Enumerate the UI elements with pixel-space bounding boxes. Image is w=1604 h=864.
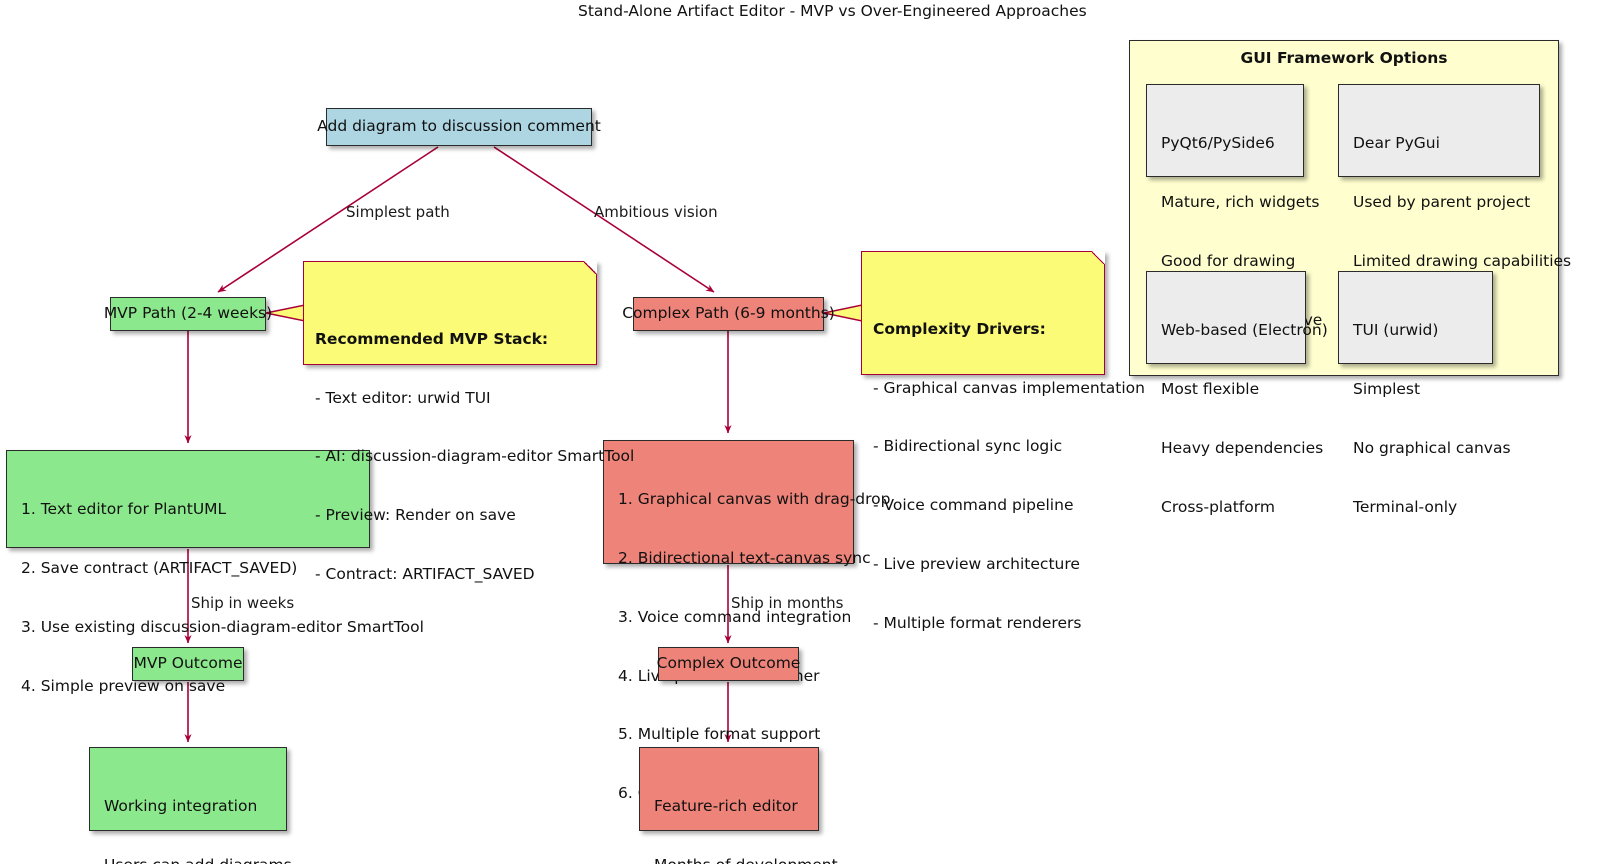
note-complexity-line-5: - Multiple format renderers xyxy=(873,613,1082,632)
mvp-step-3: 3. Use existing discussion-diagram-edito… xyxy=(21,617,424,636)
card-pyqt6-line-1: PyQt6/PySide6 xyxy=(1161,134,1275,153)
complex-step-2: 2. Bidirectional text-canvas sync xyxy=(618,548,871,567)
edge-label-simplest-path: Simplest path xyxy=(346,203,450,221)
node-complex-steps[interactable]: 1. Graphical canvas with drag-drop 2. Bi… xyxy=(603,440,891,802)
node-mvp-result[interactable]: Working integration Users can add diagra… xyxy=(89,747,292,864)
card-pygui-line-3: Limited drawing capabilities xyxy=(1353,251,1572,270)
mvp-result-2: Users can add diagrams xyxy=(104,856,292,864)
card-electron-line-1: Web-based (Electron) xyxy=(1161,321,1328,340)
card-tui-line-2: Simplest xyxy=(1353,379,1421,398)
node-mvp-path-label: MVP Path (2-4 weeks) xyxy=(103,304,273,323)
node-complex-path-label: Complex Path (6-9 months) xyxy=(622,304,835,323)
card-tui-line-4: Terminal-only xyxy=(1353,497,1458,516)
note-fold-icon xyxy=(1092,251,1105,264)
note-complexity-drivers[interactable]: Complexity Drivers: - Graphical canvas i… xyxy=(861,251,1145,632)
mvp-step-1: 1. Text editor for PlantUML xyxy=(21,500,227,519)
node-complex-outcome-label: Complex Outcome xyxy=(656,654,801,673)
note-fold-icon xyxy=(584,261,597,274)
note-mvp-stack-line-3: - Preview: Render on save xyxy=(315,506,516,525)
node-mvp-outcome[interactable]: MVP Outcome xyxy=(132,647,244,681)
node-complex-outcome[interactable]: Complex Outcome xyxy=(656,647,801,681)
diagram-title: Stand-Alone Artifact Editor - MVP vs Ove… xyxy=(578,2,1087,20)
edge-label-ambitious-vision: Ambitious vision xyxy=(594,203,718,221)
mvp-result-1: Working integration xyxy=(104,797,258,816)
complex-result-1: Feature-rich editor xyxy=(654,797,798,816)
node-mvp-outcome-label: MVP Outcome xyxy=(133,654,243,673)
frame-gui-framework-options: GUI Framework Options PyQt6/PySide6 Matu… xyxy=(1129,40,1571,516)
node-complex-result[interactable]: Feature-rich editor Months of developmen… xyxy=(639,747,838,864)
card-pygui-line-1: Dear PyGui xyxy=(1353,134,1440,153)
card-pygui-line-2: Used by parent project xyxy=(1353,192,1531,211)
edge-label-ship-in-weeks: Ship in weeks xyxy=(191,594,295,612)
note-mvp-stack-line-1: - Text editor: urwid TUI xyxy=(315,388,491,407)
edge-label-ship-in-months: Ship in months xyxy=(731,594,844,612)
note-mvp-stack-title: Recommended MVP Stack: xyxy=(315,329,549,348)
card-dear-pygui[interactable]: Dear PyGui Used by parent project Limite… xyxy=(1338,84,1571,329)
card-tui-line-1: TUI (urwid) xyxy=(1353,321,1439,340)
card-tui-line-3: No graphical canvas xyxy=(1353,438,1511,457)
complex-step-1: 1. Graphical canvas with drag-drop xyxy=(618,490,891,509)
card-pyqt6-line-2: Mature, rich widgets xyxy=(1161,192,1320,211)
card-pyqt6-pyside6[interactable]: PyQt6/PySide6 Mature, rich widgets Good … xyxy=(1146,84,1322,329)
card-tui-urwid[interactable]: TUI (urwid) Simplest No graphical canvas… xyxy=(1338,271,1511,516)
mvp-step-4: 4. Simple preview on save xyxy=(21,676,226,695)
card-electron-line-2: Most flexible xyxy=(1161,379,1260,398)
complex-step-3: 3. Voice command integration xyxy=(618,607,852,626)
card-electron-line-4: Cross-platform xyxy=(1161,497,1275,516)
note-mvp-stack-line-4: - Contract: ARTIFACT_SAVED xyxy=(315,564,535,583)
card-web-based-electron[interactable]: Web-based (Electron) Most flexible Heavy… xyxy=(1146,271,1328,516)
note-complexity-line-1: - Graphical canvas implementation xyxy=(873,378,1145,397)
note-mvp-stack-line-2: - AI: discussion-diagram-editor SmartToo… xyxy=(315,447,635,466)
note-complexity-title: Complexity Drivers: xyxy=(873,319,1046,338)
note-mvp-stack[interactable]: Recommended MVP Stack: - Text editor: ur… xyxy=(303,261,634,583)
note-complexity-line-2: - Bidirectional sync logic xyxy=(873,437,1063,456)
complex-step-5: 5. Multiple format support xyxy=(618,725,821,744)
node-complex-path[interactable]: Complex Path (6-9 months) xyxy=(622,297,835,331)
node-start[interactable]: Add diagram to discussion comment xyxy=(317,108,601,146)
card-pyqt6-line-3: Good for drawing xyxy=(1161,251,1296,270)
card-electron-line-3: Heavy dependencies xyxy=(1161,438,1324,457)
note-complexity-line-3: - Voice command pipeline xyxy=(873,496,1074,515)
mvp-step-2: 2. Save contract (ARTIFACT_SAVED) xyxy=(21,558,298,577)
node-start-label: Add diagram to discussion comment xyxy=(317,117,601,136)
complex-result-2: Months of development xyxy=(654,856,838,864)
node-mvp-path[interactable]: MVP Path (2-4 weeks) xyxy=(104,297,272,331)
frame-title: GUI Framework Options xyxy=(1240,49,1448,67)
note-complexity-line-4: - Live preview architecture xyxy=(873,554,1080,573)
